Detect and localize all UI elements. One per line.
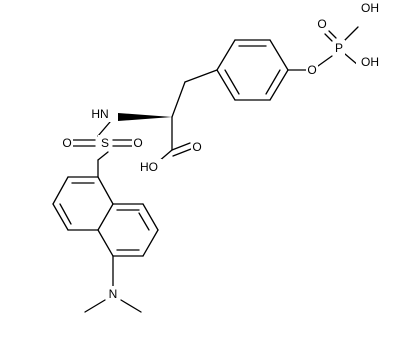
atom-label-phosphate-oxo: O [317, 17, 326, 31]
atom-label-ether-oxygen: O [307, 63, 316, 77]
stereo-wedge-bond [118, 113, 172, 121]
atom-labels: OH P OH O O HN S O O O HO N [61, 0, 384, 302]
atom-label-hydroxyl-top: OH [361, 1, 379, 15]
atom-label-acid-hydroxyl: HO [140, 160, 158, 174]
atom-label-carbonyl-oxygen: O [192, 140, 201, 154]
bond-lines [52, 26, 359, 313]
atom-label-sulfonyl-oxo-left: O [62, 136, 71, 150]
atom-label-amine-nitrogen: N [109, 287, 118, 301]
atom-label-hydroxyl-right: OH [361, 55, 379, 69]
atom-label-sulfur: S [101, 136, 109, 150]
atom-label-amide-nh: HN [91, 107, 108, 121]
atom-label-sulfonyl-oxo-right: O [133, 136, 142, 150]
atom-label-phosphorus: P [335, 41, 343, 55]
